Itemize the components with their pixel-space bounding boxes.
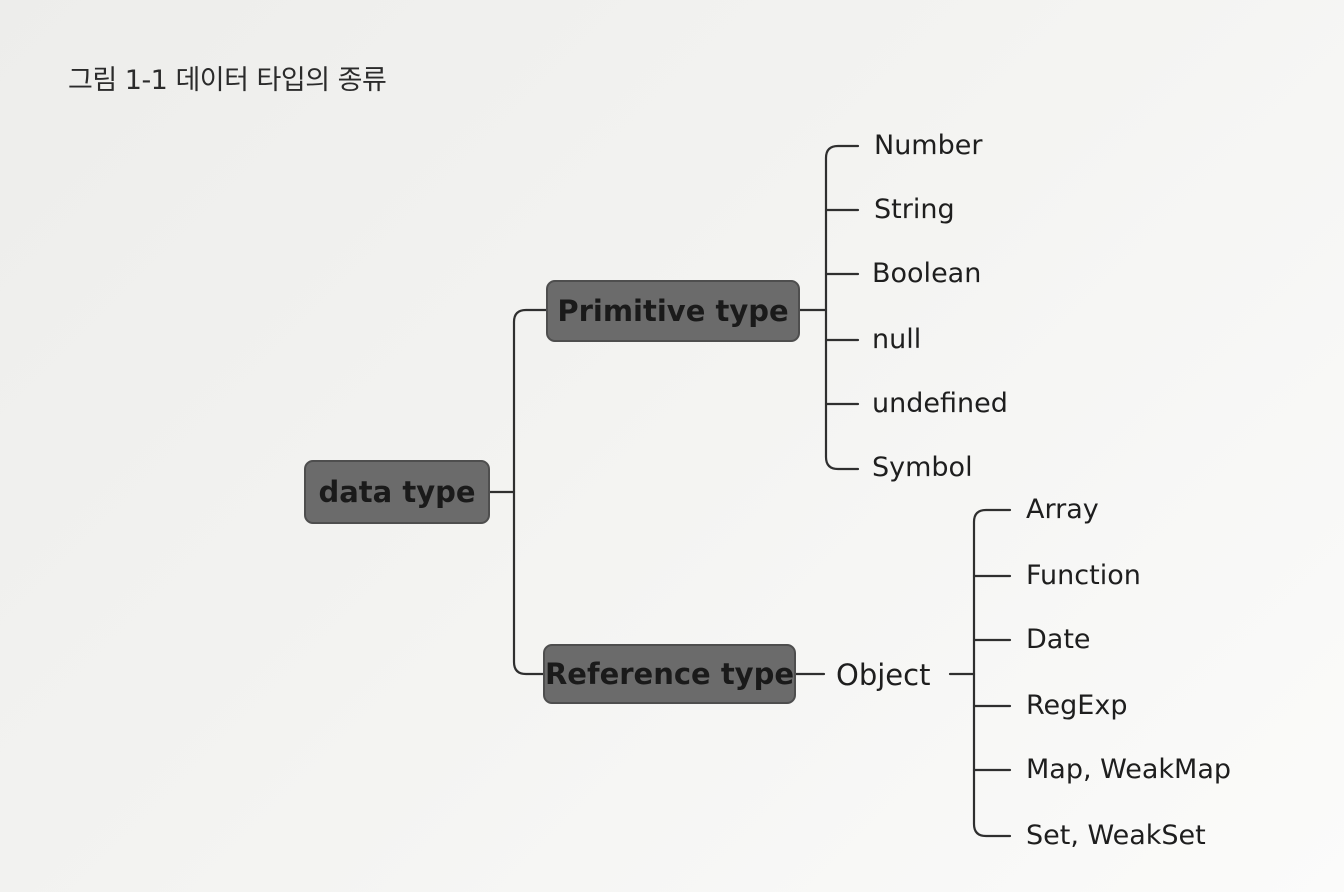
primitive-item: undefined xyxy=(872,388,1008,419)
reference-type-node: Reference type xyxy=(543,644,796,704)
primitive-item: Boolean xyxy=(872,258,982,289)
primitive-type-label: Primitive type xyxy=(557,294,789,328)
primitive-item: String xyxy=(874,194,955,225)
root-node-label: data type xyxy=(318,475,476,509)
primitive-type-node: Primitive type xyxy=(546,280,800,342)
object-label: Object xyxy=(836,658,931,692)
primitive-item: null xyxy=(872,324,922,355)
primitive-item: Symbol xyxy=(872,452,973,483)
object-item: Date xyxy=(1026,624,1091,655)
primitive-bracket xyxy=(824,144,860,471)
object-item: Function xyxy=(1026,560,1141,591)
object-item: Map, WeakMap xyxy=(1026,754,1232,785)
primitive-item: Number xyxy=(874,130,983,161)
object-item: Set, WeakSet xyxy=(1026,820,1206,851)
object-item: RegExp xyxy=(1026,690,1128,721)
object-item: Array xyxy=(1026,494,1099,525)
reference-type-label: Reference type xyxy=(544,657,795,691)
branch-trunk xyxy=(512,308,548,676)
figure-caption: 그림 1-1 데이터 타입의 종류 xyxy=(68,65,387,96)
root-node: data type xyxy=(304,460,490,524)
object-bracket xyxy=(972,508,1012,838)
